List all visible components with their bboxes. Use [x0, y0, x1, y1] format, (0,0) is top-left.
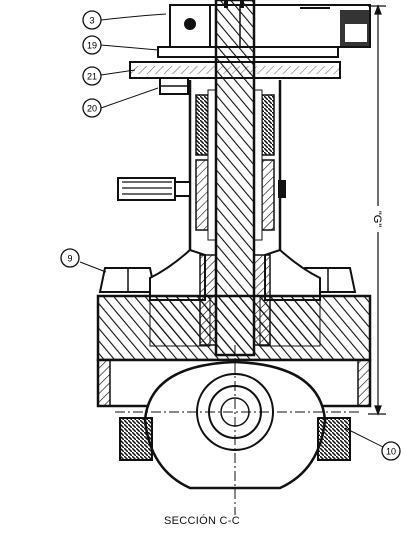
svg-text:19: 19 [87, 41, 97, 51]
balloon-19: 19 [82, 35, 102, 55]
balloon-9: 9 [60, 248, 80, 268]
leader-lines [79, 13, 384, 448]
svg-text:9: 9 [67, 254, 72, 264]
balloon-10: 10 [381, 441, 401, 461]
balloon-20: 20 [82, 98, 102, 118]
actuator-housing [169, 4, 371, 48]
section-caption: SECCIÓN C-C [163, 515, 241, 527]
svg-text:20: 20 [87, 104, 97, 114]
svg-text:10: 10 [386, 447, 396, 457]
balloon-3: 3 [82, 10, 102, 30]
seat-rings [119, 417, 351, 461]
side-lever [117, 177, 286, 201]
svg-text:3: 3 [89, 16, 94, 26]
valve-body [96, 294, 372, 408]
indicator-dot [184, 18, 196, 30]
dimension-g-label: "G" [371, 211, 383, 227]
bonnet-neck [188, 80, 282, 250]
balloon-21: 21 [82, 66, 102, 86]
center-lines [115, 345, 360, 515]
svg-text:21: 21 [87, 72, 97, 82]
